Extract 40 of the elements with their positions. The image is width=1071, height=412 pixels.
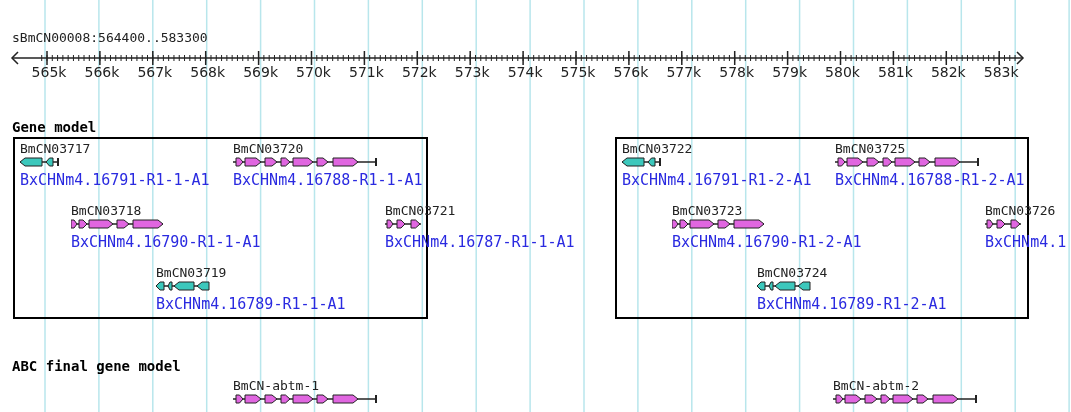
gene-name: BmCN03717 [20,141,91,156]
gene-name: BmCN03718 [71,203,142,218]
transcript-link: BxCHNm4.16791-R1-2-A1 [622,171,812,189]
tick-label: 565k [31,64,67,80]
transcript-link: BxCHNm4.16789-R1-1-A1 [156,295,346,313]
gene-name: BmCN03720 [233,141,304,156]
transcript-link: BxCHNm4.16791-R1-1-A1 [20,171,210,189]
tick-label: 577k [666,64,702,80]
tick-label: 571k [348,64,384,80]
transcript-link: BxCHNm4.16788-R1-1-A1 [233,171,423,189]
gene-name: BmCN03722 [622,141,693,156]
track-heading: Gene model [12,119,97,135]
gene-name: BmCN-abtm-2 [833,378,920,393]
transcript-link: BxCHNm4.16788-R1-2-A1 [835,171,1025,189]
tick-label: 573k [454,64,490,80]
tick-label: 583k [983,64,1019,80]
transcript-link: BxCHNm4.16789-R1-2-A1 [757,295,947,313]
tick-label: 579k [772,64,807,80]
tick-label: 570k [296,64,331,80]
tick-label: 581k [877,64,913,80]
tick-label: 578k [719,64,755,80]
transcript-link: BxCHNm4.16790-R1-2-A1 [672,233,862,251]
tick-label: 567k [137,64,173,80]
tick-label: 582k [930,64,966,80]
tick-label: 572k [401,64,437,80]
gene-name: BmCN03723 [672,203,743,218]
tick-label: 575k [560,64,596,80]
gene-name: BmCN03719 [156,265,227,280]
transcript-link: BxCHNm4.16790-R1-1-A1 [71,233,261,251]
tick-label: 566k [84,64,120,80]
tick-label: 580k [825,64,860,80]
gene-name: BmCN03724 [757,265,828,280]
gene-name: BmCN-abtm-1 [233,378,320,393]
tick-label: 568k [190,64,226,80]
tick-label: 576k [613,64,649,80]
track-heading: ABC final gene model [12,358,181,374]
gene-name: BmCN03725 [835,141,906,156]
tick-label: 574k [507,64,543,80]
sequence-coordinates: sBmCN00008:564400..583300 [12,30,208,45]
tick-label: 569k [243,64,278,80]
